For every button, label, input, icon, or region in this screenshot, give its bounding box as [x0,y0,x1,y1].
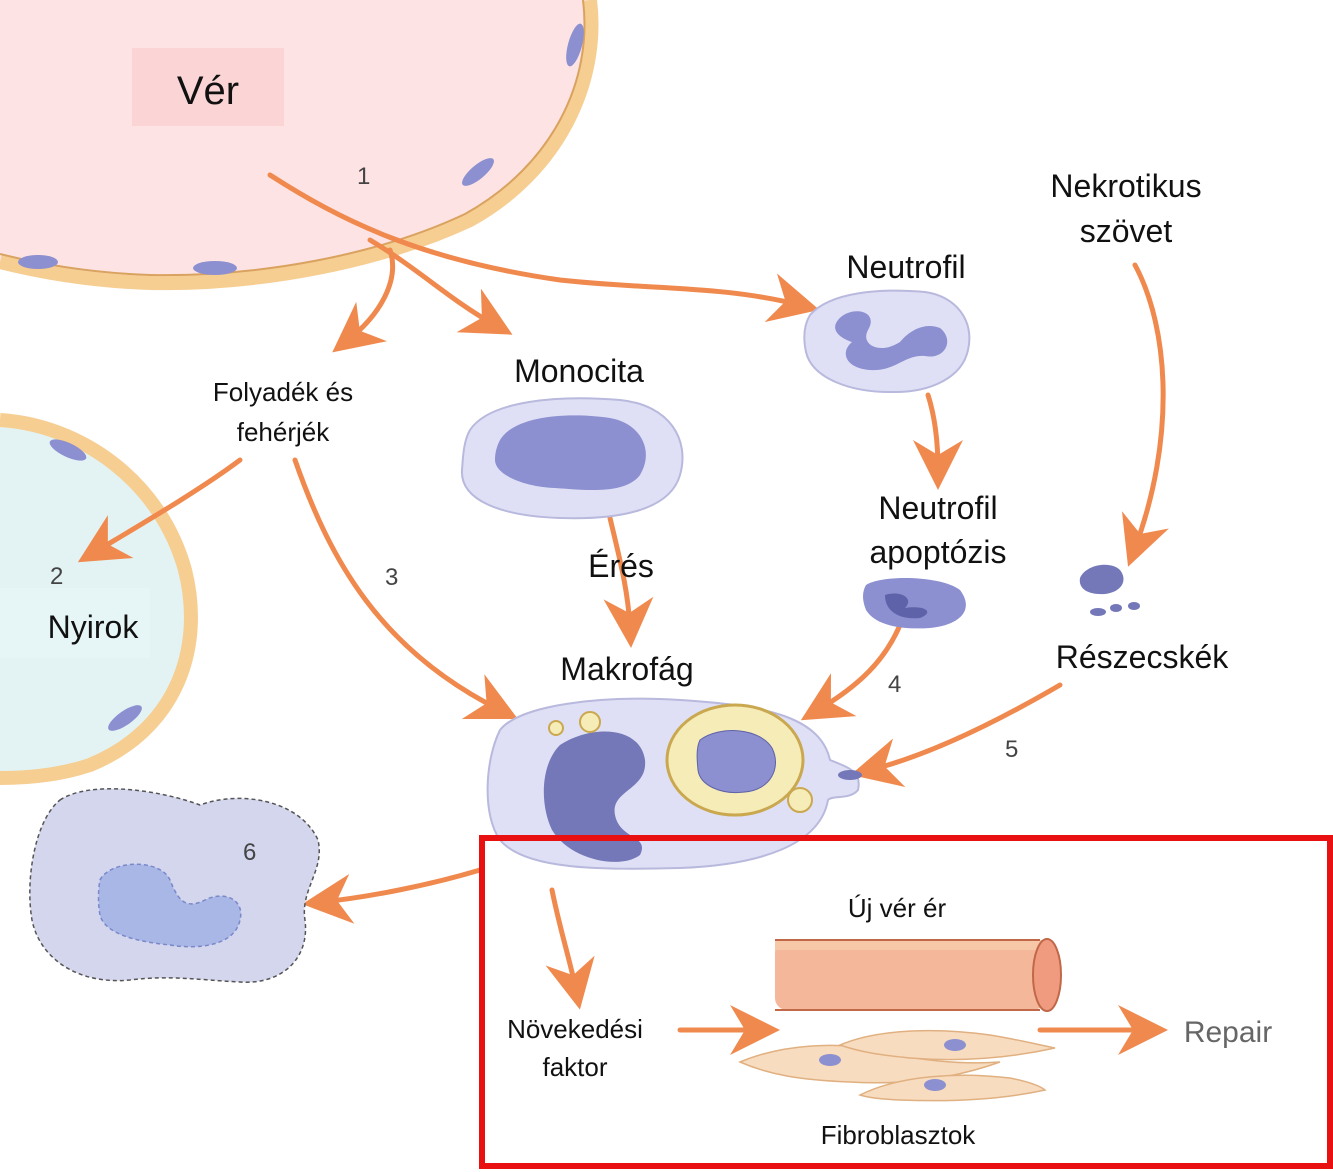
arrow-macrophage-to-growth-factor [552,890,576,990]
arrow-neutrofil-to-apoptosis [928,395,938,470]
label-nyirok: Nyirok [48,609,140,645]
label-neutrofil-apoptozis-2: apoptózis [870,534,1007,570]
label-folyadek: Folyadék és [213,377,353,407]
step-number-3: 3 [385,564,398,591]
label-nekrotikus: Nekrotikus [1050,168,1201,204]
step-number-1: 1 [357,163,370,190]
endothelial-nucleus [18,255,58,269]
label-novekedesi: Növekedési [507,1014,643,1044]
label-neutrofil: Neutrofil [846,249,965,285]
arrow-necrotic-to-particles [1135,265,1163,548]
arrow-macrophage-to-6 [322,870,480,902]
label-makrofag: Makrofág [560,651,693,687]
makrofag-cell [488,699,862,869]
fibroblasts [740,1031,1055,1101]
step-number-2: 2 [50,563,63,590]
particles [1080,565,1140,616]
label-ver: Vér [177,69,239,113]
step-number-5: 5 [1005,736,1018,763]
label-reszecskek: Részecskék [1056,639,1230,675]
label-monocita: Monocita [514,353,644,389]
label-szovet: szövet [1080,213,1173,249]
new-blood-vessel [775,939,1061,1011]
endothelial-nucleus [193,261,237,275]
label-repair: Repair [1184,1016,1272,1049]
blood-vessel [0,0,592,283]
label-uj-ver-er: Új vér ér [848,893,947,923]
step-number-4: 4 [888,671,901,698]
label-eres: Érés [588,548,654,584]
label-faktor: faktor [542,1052,607,1082]
lymph-vessel [0,420,191,778]
label-fibroblasztok: Fibroblasztok [821,1120,977,1150]
cell-6 [30,789,319,982]
neutrofil-cell [804,291,969,392]
step-number-6: 6 [243,839,256,866]
label-neutrofil-apoptozis-1: Neutrofil [878,490,997,526]
label-feherjek: fehérjék [237,417,330,447]
apoptotic-neutrofil-cell [863,578,966,628]
monocita-cell [462,398,683,518]
